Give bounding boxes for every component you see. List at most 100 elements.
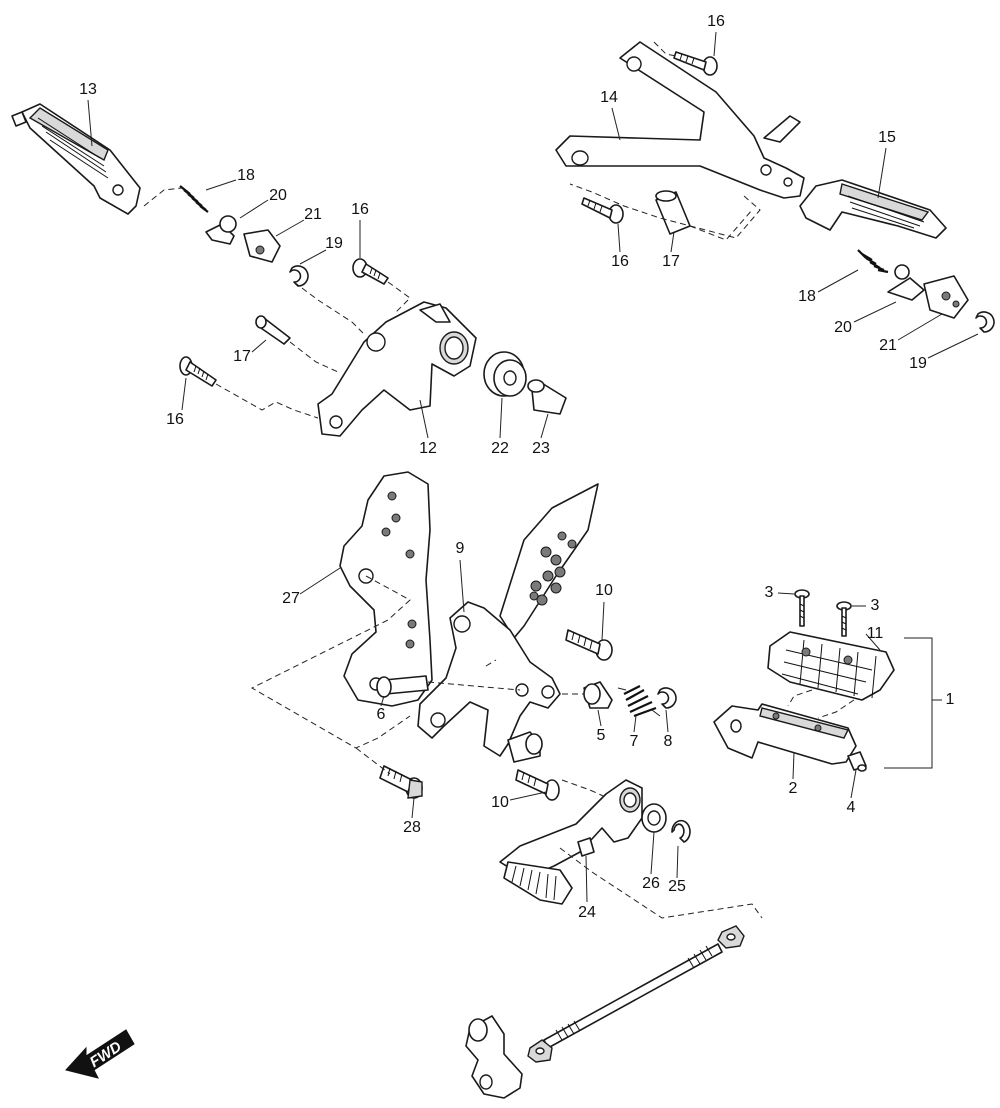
- callout-c18a: 18: [237, 167, 255, 184]
- callout-c15: 15: [878, 129, 896, 146]
- assembly-line: [250, 575, 411, 749]
- footpeg-bracket-2: [713, 703, 857, 765]
- bolt-16d: [581, 197, 624, 224]
- bushing-22: [483, 351, 527, 397]
- washer-26: [641, 803, 667, 833]
- spring-18a: [179, 185, 209, 213]
- callout-c7: 7: [630, 733, 639, 750]
- passenger-bracket-14: [555, 41, 805, 199]
- callout-c19a: 19: [325, 235, 343, 252]
- callout-c20a: 20: [269, 187, 287, 204]
- pin-4: [847, 751, 867, 772]
- callout-c23: 23: [532, 440, 550, 457]
- return-spring-7: [617, 685, 661, 718]
- callout-c19b: 19: [909, 355, 927, 372]
- footpeg-rubber-11: [767, 631, 895, 701]
- callout-c24: 24: [578, 904, 596, 921]
- callout-c26: 26: [642, 875, 660, 892]
- pin-24: [577, 837, 595, 857]
- callout-c16b: 16: [166, 411, 184, 428]
- group-bracket-1: [884, 637, 942, 769]
- e-clip-19b: [975, 311, 995, 333]
- assembly-line: [559, 847, 763, 919]
- e-clip-25: [671, 819, 691, 843]
- bolt-16b: [179, 356, 217, 387]
- callout-c6: 6: [377, 706, 386, 723]
- callout-c9: 9: [456, 540, 465, 557]
- assembly-line: [569, 183, 761, 239]
- callout-c28: 28: [403, 819, 421, 836]
- shift-lever-holder: [417, 601, 561, 757]
- assembly-line: [143, 187, 183, 207]
- plate-21b: [923, 275, 969, 319]
- callout-c18b: 18: [798, 288, 816, 305]
- assembly-line: [215, 383, 319, 419]
- bracket-12: [317, 301, 477, 437]
- callout-c10b: 10: [491, 794, 509, 811]
- bolt-10b: [515, 769, 560, 801]
- assembly-line: [387, 281, 411, 313]
- e-clip-8: [657, 687, 677, 709]
- pivot-bolt-6: [376, 675, 429, 698]
- screw-3b: [836, 601, 852, 637]
- callout-c13: 13: [79, 81, 97, 98]
- assembly-line: [355, 747, 391, 775]
- pedal-rubber: [503, 861, 573, 905]
- callout-c22: 22: [491, 440, 509, 457]
- shift-pedal-24: [499, 779, 643, 879]
- callout-c16a: 16: [351, 201, 369, 218]
- callout-c5: 5: [597, 727, 606, 744]
- callout-c4: 4: [847, 799, 856, 816]
- assembly-line: [787, 689, 813, 707]
- collar-5: [583, 681, 613, 709]
- linkage-joint: [465, 1015, 523, 1099]
- flange-bolt-28: [379, 765, 423, 799]
- rider-heel-guard-9: [499, 483, 599, 639]
- pin-17a: [255, 315, 291, 345]
- callout-c21a: 21: [304, 206, 322, 223]
- pin-17b: [655, 190, 691, 235]
- plate-21a: [243, 229, 281, 263]
- shaft-spindle: [507, 731, 543, 763]
- nut-top: [717, 925, 745, 949]
- detent-ball-20a: [205, 215, 237, 245]
- mounting-plate-27: [339, 471, 433, 707]
- nut-bottom: [527, 1039, 553, 1063]
- detent-ball-20b: [887, 264, 925, 301]
- assembly-line: [817, 699, 855, 719]
- assembly-line: [689, 209, 753, 241]
- collar-23: [527, 379, 567, 415]
- assembly-line: [653, 41, 677, 57]
- callout-c16c: 16: [707, 13, 725, 30]
- callout-c20b: 20: [834, 319, 852, 336]
- rider-footpeg-13: [11, 103, 141, 215]
- assembly-line: [485, 659, 497, 667]
- assembly-line: [289, 341, 339, 373]
- callout-c10a: 10: [595, 582, 613, 599]
- callout-c11: 11: [867, 625, 884, 642]
- spring-18b: [857, 249, 889, 274]
- callout-c27: 27: [282, 590, 300, 607]
- forward-direction-arrow: FWD: [65, 1029, 135, 1079]
- callout-c25: 25: [668, 878, 686, 895]
- callout-c17a: 17: [233, 348, 251, 365]
- passenger-footpeg-15: [799, 179, 947, 239]
- leader-lines: [87, 31, 979, 903]
- callout-c3a: 3: [765, 584, 774, 601]
- screw-3a: [794, 589, 810, 627]
- callout-c3b: 3: [871, 597, 880, 614]
- callout-c17b: 17: [662, 253, 680, 270]
- e-clip-19a: [289, 265, 309, 287]
- callout-c2: 2: [789, 780, 798, 797]
- bolt-16a: [352, 258, 389, 285]
- assembly-line: [293, 281, 365, 335]
- callout-c14: 14: [600, 89, 618, 106]
- callout-c1: 1: [946, 691, 955, 708]
- shift-rod: [543, 943, 723, 1049]
- callout-c8: 8: [664, 733, 673, 750]
- assembly-line: [427, 681, 521, 691]
- callout-c16d: 16: [611, 253, 629, 270]
- bolt-10a: [565, 629, 613, 661]
